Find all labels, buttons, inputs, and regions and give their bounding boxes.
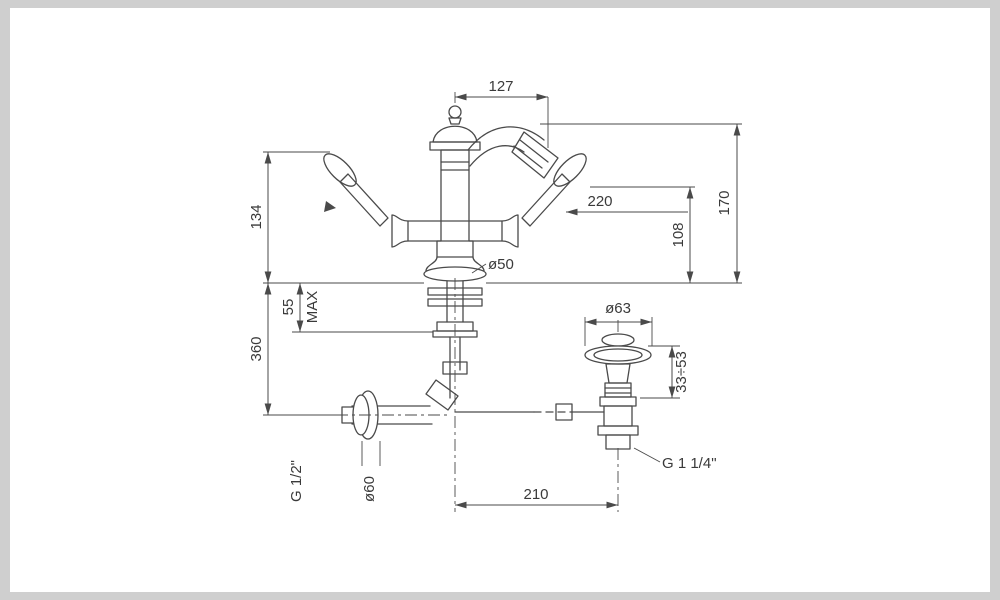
dim-o60-label: ø60 (361, 476, 378, 502)
drain-thread-lines (604, 387, 632, 394)
left-hub-bell (391, 214, 409, 248)
drawing-sheet (10, 8, 990, 592)
drain-coupling (597, 425, 639, 436)
dim-134-label: 134 (248, 204, 265, 229)
body-rings (440, 161, 470, 171)
centerlines (336, 278, 619, 512)
extension-lines (263, 92, 742, 466)
finial (448, 105, 462, 119)
cartridge-housing (436, 240, 474, 258)
drain-tailpiece (605, 434, 631, 450)
dim-55-label: 55 (280, 299, 297, 316)
drain-cap (601, 333, 635, 347)
dim-33-53-label: 33÷53 (673, 351, 690, 393)
right-hub-bell (501, 214, 519, 248)
dim-127-label: 127 (488, 78, 513, 95)
lever-indicator-arrow (324, 201, 336, 212)
drain-thread (604, 382, 632, 398)
spout-nozzle (511, 131, 559, 179)
left-lever-arm (339, 173, 389, 227)
rod-nut (555, 403, 573, 421)
drain-neck (605, 363, 631, 384)
dim-210-label: 210 (523, 486, 548, 503)
drain-body (603, 405, 633, 427)
dim-170-label: 170 (716, 190, 733, 215)
dim-g12-label: G 1/2" (288, 460, 305, 502)
right-hub (468, 220, 503, 242)
body-column (440, 149, 470, 222)
spout (467, 126, 545, 167)
dim-g114-label: G 1 1/4" (662, 455, 717, 472)
right-lever-arm (521, 173, 571, 227)
dim-o50-label: ø50 (488, 256, 514, 273)
dimension-lines (264, 93, 741, 509)
top-dome (432, 125, 478, 143)
drain-assembly (454, 333, 652, 450)
dim-o63-label: ø63 (605, 300, 631, 317)
dim-360-label: 360 (248, 336, 265, 361)
dim-220-label: 220 (587, 193, 612, 210)
dim-108-label: 108 (670, 222, 687, 247)
top-collar (429, 141, 481, 151)
dim-max-label: MAX (304, 291, 321, 324)
dimension-labels: 127 220 108 170 134 ø50 55 MAX 360 ø63 3… (248, 78, 733, 503)
faucet-assembly (323, 105, 587, 440)
finial-stem (448, 117, 462, 125)
union-elbow (425, 379, 459, 411)
supply-tubes (449, 336, 461, 399)
left-lever-grip (323, 153, 357, 187)
drain-locknut (599, 396, 637, 407)
right-lever-grip (553, 153, 587, 187)
left-hub (407, 220, 442, 242)
drain-flange-inner (593, 348, 643, 362)
